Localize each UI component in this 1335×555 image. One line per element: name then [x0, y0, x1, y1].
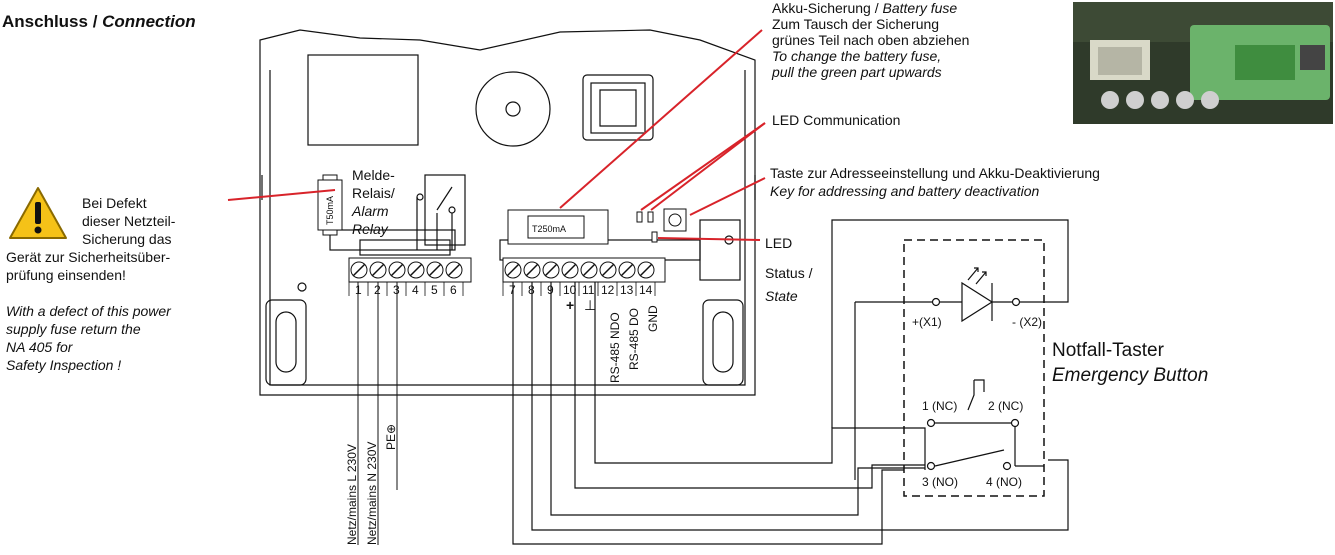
- svg-text:Relais/: Relais/: [352, 185, 395, 201]
- emergency-button-title-en: Emergency Button: [1052, 365, 1208, 386]
- svg-text:supply fuse return the: supply fuse return the: [6, 321, 141, 337]
- svg-text:grünes Teil nach oben abziehen: grünes Teil nach oben abziehen: [772, 32, 969, 48]
- contact-no4-label: 4 (NO): [986, 475, 1022, 489]
- terminal-gnd-symbol: ⊥: [584, 297, 596, 313]
- svg-text:Safety Inspection !: Safety Inspection !: [6, 357, 121, 373]
- battery-fuse: T250mA: [507, 209, 609, 245]
- led-communication-label: LED Communication: [772, 112, 900, 128]
- address-key-cap: [668, 213, 682, 227]
- contact-nc1-label: 1 (NC): [922, 399, 957, 413]
- svg-text:Alarm: Alarm: [351, 203, 389, 219]
- mains-label-l: Netz/mains L 230V: [345, 444, 359, 545]
- page-title: Anschluss / Connection: [2, 12, 196, 31]
- terminal-block-right: [502, 257, 666, 296]
- battery-fuse-photo: [1073, 2, 1333, 124]
- led-x1-label: +(X1): [912, 315, 942, 329]
- terminal-6: 6: [450, 283, 457, 297]
- svg-text:Zum Tausch der Sicherung: Zum Tausch der Sicherung: [772, 16, 939, 32]
- key-label-en: Key for addressing and battery deactivat…: [770, 183, 1039, 199]
- terminal-5: 5: [431, 283, 438, 297]
- svg-text:LED: LED: [765, 235, 792, 251]
- svg-text:Relay: Relay: [352, 221, 389, 237]
- bus-label-gnd: GND: [646, 305, 660, 332]
- led-communication-1: [636, 211, 643, 223]
- svg-text:Melde-: Melde-: [352, 167, 395, 183]
- key-label-de: Taste zur Adresseeinstellung und Akku-De…: [770, 165, 1100, 181]
- svg-text:With a defect of this power: With a defect of this power: [6, 303, 172, 319]
- terminal-13: 13: [620, 283, 634, 297]
- svg-text:pull the green part upwards: pull the green part upwards: [771, 64, 942, 80]
- alarm-relay-label: Melde- Relais/ Alarm Relay: [351, 167, 395, 237]
- svg-text:prüfung einsenden!: prüfung einsenden!: [6, 267, 126, 283]
- terminal-10: 10: [563, 283, 577, 297]
- warning-text: Bei Defekt dieser Netzteil- Sicherung da…: [6, 195, 176, 373]
- terminal-11: 11: [582, 283, 595, 297]
- relay-contacts: [416, 186, 456, 250]
- terminal-block-left: [348, 257, 472, 296]
- signal-wires: [512, 219, 1069, 545]
- led-x2-label: - (X2): [1012, 315, 1042, 329]
- terminal-12: 12: [601, 283, 615, 297]
- svg-text:Bei Defekt: Bei Defekt: [82, 195, 147, 211]
- svg-text:To change the battery fuse,: To change the battery fuse,: [772, 48, 941, 64]
- led-communication-2: [647, 211, 654, 223]
- svg-text:Sicherung das: Sicherung das: [82, 231, 172, 247]
- svg-text:dieser Netzteil-: dieser Netzteil-: [82, 213, 176, 229]
- mains-fuse-label: T50mA: [325, 196, 335, 225]
- contact-nc2-label: 2 (NC): [988, 399, 1023, 413]
- terminal-4: 4: [412, 283, 419, 297]
- led-diode-icon: [931, 267, 1021, 323]
- warning-icon: [9, 187, 67, 239]
- contact-no3-label: 3 (NO): [922, 475, 958, 489]
- terminal-plus-symbol: +: [566, 297, 574, 313]
- svg-text:Status /: Status /: [765, 265, 813, 281]
- address-key-button[interactable]: [663, 208, 687, 232]
- led-status-callout: LED Status / State: [765, 235, 813, 304]
- svg-text:Akku-Sicherung / Battery fuse: Akku-Sicherung / Battery fuse: [772, 0, 957, 16]
- terminal-numbers-right: 7 8 9 10 11 12 13 14 + ⊥: [509, 283, 653, 313]
- svg-text:NA 405 for: NA 405 for: [6, 339, 74, 355]
- mains-wires: [357, 282, 398, 545]
- svg-text:Gerät zur Sicherheitsüber-: Gerät zur Sicherheitsüber-: [6, 249, 171, 265]
- svg-text:State: State: [765, 288, 798, 304]
- battery-fuse-label: T250mA: [532, 224, 566, 234]
- emergency-switch-contacts: [926, 379, 1044, 471]
- bus-label-ndo: RS-485 NDO: [608, 312, 622, 383]
- emergency-button-box: [903, 239, 1045, 497]
- led-status: [651, 231, 658, 243]
- mains-label-n: Netz/mains N 230V: [365, 442, 379, 545]
- battery-fuse-callout: Akku-Sicherung / Battery fuse Zum Tausch…: [771, 0, 969, 80]
- mains-label-pe: PE⊕: [384, 424, 398, 450]
- bus-label-do: RS-485 DO: [627, 308, 641, 370]
- mains-fuse: T50mA: [317, 174, 343, 236]
- callout-lines: [227, 29, 766, 241]
- terminal-14: 14: [639, 283, 653, 297]
- emergency-button-title: Notfall-Taster: [1052, 340, 1165, 361]
